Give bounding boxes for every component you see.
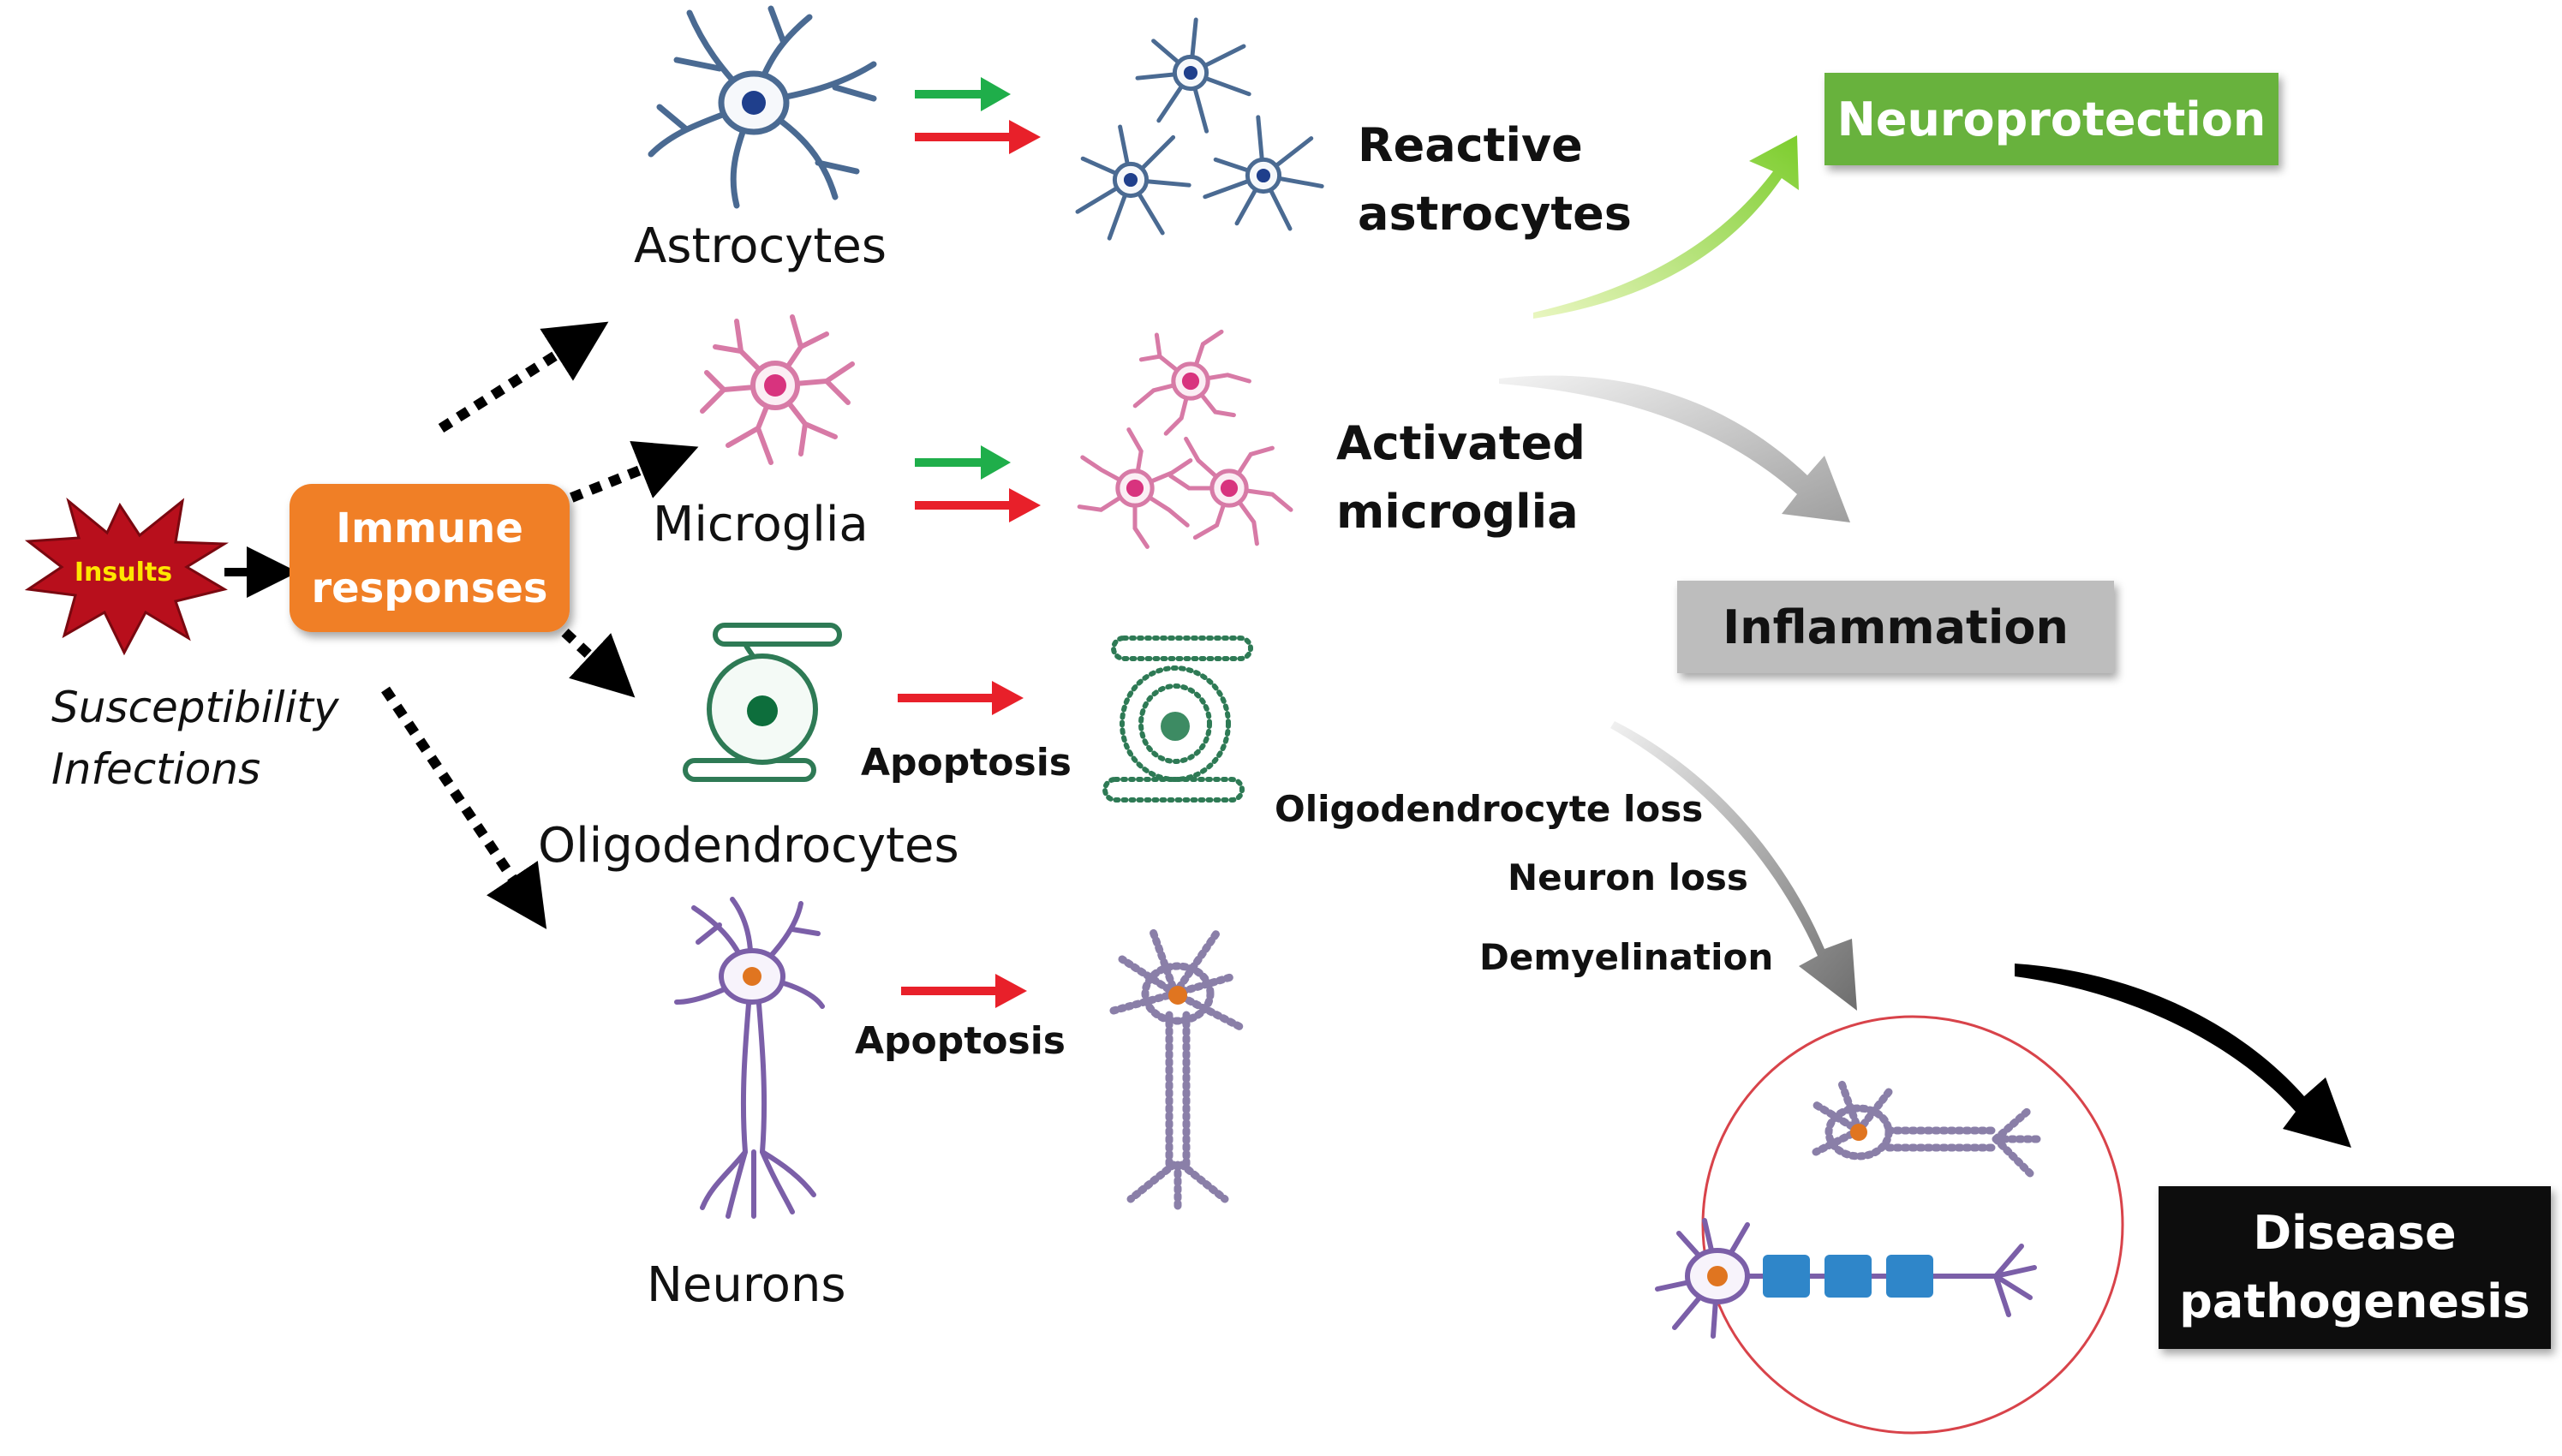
astrocyte-cell (648, 5, 877, 209)
infections-label: Infections (51, 744, 261, 794)
activated-microglia-2 (1077, 427, 1193, 549)
dotted-arrow-neurons (381, 686, 547, 929)
dotted-arrow-microglia (550, 441, 699, 510)
apoptosis-oligodendrocytes-label: Apoptosis (861, 741, 1072, 785)
dotted-arrow-oligodendrocytes (546, 614, 636, 698)
damage-circle (1701, 1015, 2124, 1435)
oligodendrocyte-loss-label: Oligodendrocyte loss (1275, 788, 1704, 830)
dotted-arrow-astrocytes (438, 321, 609, 433)
apoptosis-neurons-label: Apoptosis (855, 1019, 1066, 1063)
insults-burst (24, 497, 230, 656)
activated-microglia-1 (1132, 329, 1251, 436)
apoptotic-neuron (1109, 925, 1246, 1212)
demyelination-label: Demyelination (1479, 936, 1774, 978)
disease-box (2159, 1186, 2551, 1349)
apoptotic-oligodendrocyte (1102, 636, 1253, 803)
neurons-label: Neurons (647, 1257, 846, 1313)
damaged-neuron-dotted (1812, 1079, 2043, 1178)
neuron-cell (674, 897, 825, 1219)
astrocytes-label: Astrocytes (634, 218, 887, 274)
curve-arrow-damage (1610, 721, 1857, 1011)
activated-microglia-3 (1168, 436, 1293, 546)
insults-label: Insults (74, 557, 173, 588)
immune-responses-label: Immune responses (311, 504, 548, 612)
reactive-astrocyte-3 (1203, 115, 1324, 231)
curve-arrow-disease (2015, 964, 2351, 1148)
inflammation-box (1677, 581, 2114, 673)
neuroprotection-label: Neuroprotection (1836, 92, 2266, 146)
state-arrows (898, 77, 1041, 1008)
disease-pathogenesis-label: Disease pathogenesis (2179, 1206, 2530, 1328)
activated-microglia-label: Activated microglia (1336, 416, 1586, 539)
neuroprotection-box (1824, 73, 2278, 165)
myelin-segments (1763, 1255, 1933, 1298)
reactive-astrocytes-label: Reactive astrocytes (1358, 118, 1632, 241)
immune-box (290, 484, 570, 632)
neuron-loss-label: Neuron loss (1508, 856, 1748, 898)
dotted-arrows (381, 321, 699, 929)
susceptibility-label: Susceptibility (51, 683, 339, 732)
oligodendrocyte-cell (683, 623, 842, 782)
reactive-astrocyte-2 (1075, 124, 1191, 241)
curve-arrow-inflammation (1499, 375, 1850, 522)
reactive-astrocyte-1 (1135, 17, 1251, 134)
inflammation-label: Inflammation (1723, 600, 2069, 654)
microglia-label: Microglia (653, 497, 869, 552)
microglia-cell (700, 314, 855, 465)
oligodendrocytes-label: Oligodendrocytes (538, 818, 959, 874)
curve-arrow-neuroprotection (1533, 135, 1799, 319)
